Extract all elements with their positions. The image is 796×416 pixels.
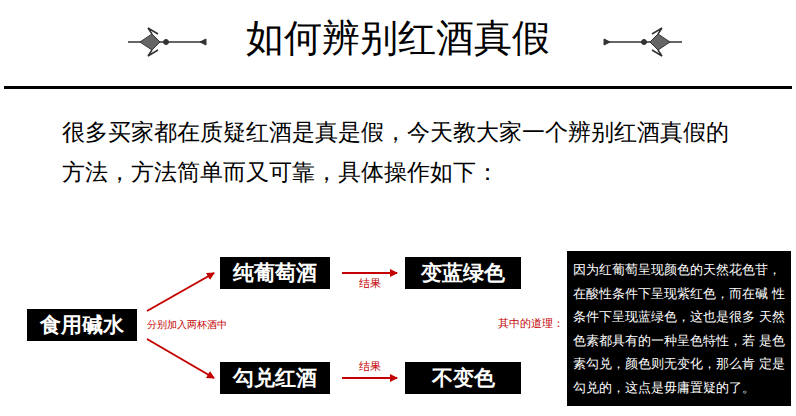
reason-label: 其中的道理： [498,317,564,331]
node-text: 纯葡萄酒 [229,260,321,286]
connector-arrow [342,377,397,379]
connector-arrow [147,339,214,378]
intro-text: 很多买家都在质疑红酒是真是假，今天教大家一个辨别红酒真假的 方法，方法简单而又可… [62,112,752,192]
node-text: 因为红葡萄呈现颜色的天然花色苷， 在酸性条件下呈现紫红色，而在碱 性条件下呈现蓝… [573,258,785,399]
input-box: 食用碱水 [27,309,137,341]
node-text: 勾兑红酒 [229,365,321,391]
sample-box: 勾兑红酒 [220,362,330,394]
node-text: 变蓝绿色 [414,260,512,286]
connector-arrow [147,273,214,311]
result-box: 不变色 [405,362,521,394]
edge-label: 结果 [358,277,382,291]
ornament-left [128,28,206,56]
node-text: 不变色 [414,365,512,391]
title: 如何辨别红酒真假 [0,14,796,62]
ornament-right [604,28,682,56]
result-box: 变蓝绿色 [405,257,521,289]
connector-arrow [342,272,397,274]
explanation-box: 因为红葡萄呈现颜色的天然花色苷， 在酸性条件下呈现紫红色，而在碱 性条件下呈现蓝… [567,251,791,406]
node-text: 食用碱水 [36,312,128,338]
edge-label: 结果 [358,360,382,374]
arrow-note: 分别加入两杯酒中 [146,318,228,331]
divider-line [4,86,792,89]
sample-box: 纯葡萄酒 [220,257,330,289]
